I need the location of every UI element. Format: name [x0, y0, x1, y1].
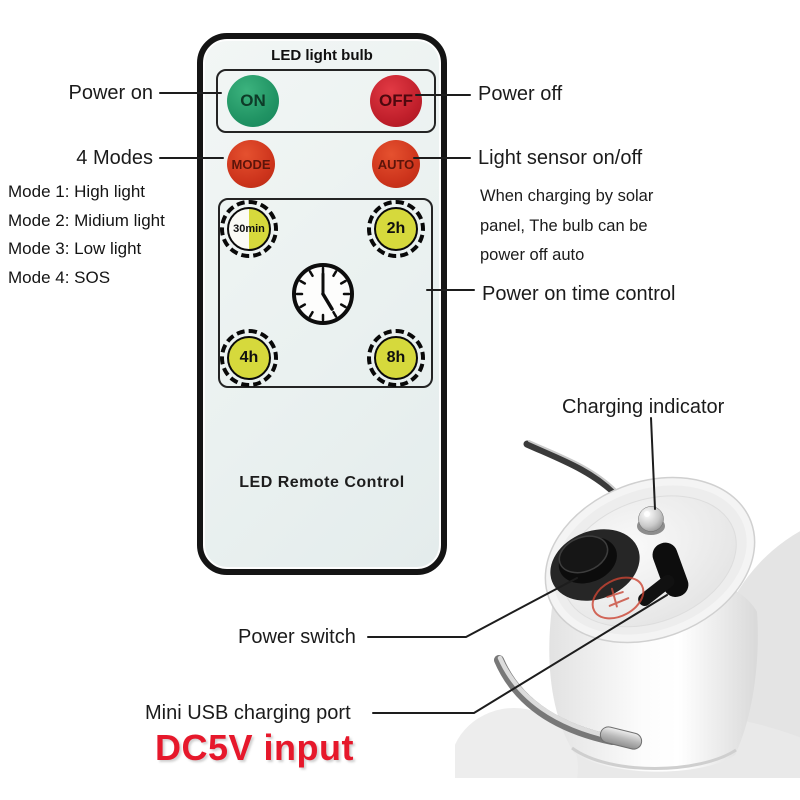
charging-indicator-light — [637, 506, 665, 535]
timer-30min-button: 30min — [220, 200, 278, 258]
solar-note: When charging by solar panel, The bulb c… — [480, 187, 654, 264]
lamp-holder-rim — [571, 746, 737, 770]
charging-indicator-label: Charging indicator — [562, 396, 725, 418]
red-stamp — [591, 576, 645, 620]
power-switch — [550, 529, 640, 601]
mode-1-item: Mode 1: High light — [8, 182, 146, 201]
power-section — [216, 69, 436, 133]
on-button: ON — [227, 75, 279, 127]
lamp-shade-left — [455, 708, 578, 778]
lamp-holder-cap — [544, 476, 756, 644]
lamp-holder-body — [549, 569, 758, 772]
modes-title-label: 4 Modes — [76, 147, 153, 169]
lamp-shade-bottom — [455, 710, 800, 778]
power-on-label: Power on — [68, 82, 154, 104]
timer-2h-button: 2h — [367, 200, 425, 258]
timer-4h-label: 4h — [239, 349, 259, 366]
auto-button-label: AUTO — [377, 156, 415, 172]
timer-2h-label: 2h — [386, 220, 406, 237]
usb-port — [638, 542, 689, 607]
mode-3-item: Mode 3: Low light — [8, 239, 142, 258]
on-button-label: ON — [240, 91, 266, 110]
timer-4h-button: 4h — [220, 329, 278, 387]
dc-input-label: DC5V input — [155, 727, 354, 768]
mode-4-item: Mode 4: SOS — [8, 267, 111, 287]
auto-button: AUTO — [372, 140, 420, 188]
timer-8h-label: 8h — [386, 349, 406, 366]
remote-control: LED light bulb ON OFF MODE AUTO 30min 2h… — [197, 33, 447, 575]
remote-title: LED light bulb — [271, 47, 373, 64]
mode-button-label: MODE — [231, 156, 271, 172]
remote-footer: LED Remote Control — [239, 474, 405, 491]
charging-indicator-callout-line — [650, 417, 656, 510]
usb-port-callout-line — [372, 594, 668, 714]
timer-8h-button: 8h — [367, 329, 425, 387]
clock-icon — [292, 263, 354, 325]
mode-button: MODE — [227, 140, 275, 188]
light-sensor-label: Light sensor on/off — [478, 147, 643, 169]
power-switch-callout-line — [367, 577, 578, 638]
background-shade-right — [710, 531, 800, 778]
usb-port-label: Mini USB charging port — [145, 702, 351, 724]
mode-2-item: Mode 2: Midium light — [8, 210, 165, 230]
timer-30min-label: 30min — [233, 223, 265, 235]
mode-list: Mode 1: High light Mode 2: Midium light … — [8, 178, 165, 292]
power-off-label: Power off — [478, 83, 563, 105]
hanging-wire — [523, 440, 622, 500]
power-switch-label: Power switch — [238, 626, 356, 648]
off-button: OFF — [370, 75, 422, 127]
timer-section — [218, 198, 433, 388]
metal-handle — [494, 655, 643, 750]
off-button-label: OFF — [379, 91, 413, 110]
time-control-label: Power on time control — [482, 283, 676, 305]
